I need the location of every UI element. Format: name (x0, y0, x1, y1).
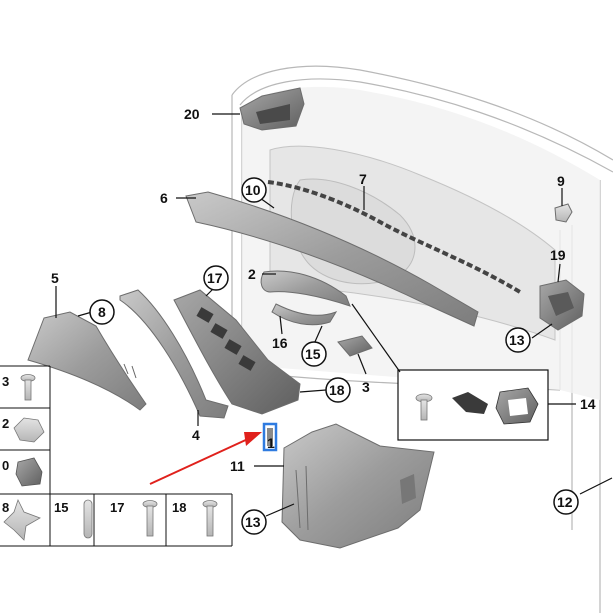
arrow-icon (149, 432, 262, 485)
pin-icon (83, 499, 93, 539)
callout-14: 14 (580, 396, 596, 412)
legend-label: 2 (2, 416, 9, 431)
screw-icon (415, 393, 433, 421)
callout-16: 16 (272, 335, 288, 351)
callout-circle (301, 341, 327, 367)
callout-circle (89, 299, 115, 325)
screw-icon (142, 500, 158, 537)
callout-17: 17 (207, 270, 223, 286)
clip-icon (452, 392, 488, 414)
callout-8: 8 (98, 304, 106, 320)
part-7-seal-strip (267, 180, 522, 294)
callout-2: 2 (248, 266, 256, 282)
part-16-trim (271, 303, 338, 326)
callout-19: 19 (550, 247, 566, 263)
washer-icon (3, 498, 41, 541)
legend-label: 0 (2, 458, 9, 473)
part-1-clip-highlighted (262, 422, 278, 452)
leader-lines (55, 113, 613, 517)
part-11-lower-panel (281, 423, 435, 549)
clip-icon (15, 457, 43, 487)
callout-circle (505, 327, 531, 353)
callout-18: 18 (329, 382, 345, 398)
callout-3: 3 (362, 379, 370, 395)
screw-icon (20, 374, 36, 401)
highlight-box (262, 422, 278, 452)
callout-circle (203, 265, 229, 291)
part-2-door-handle (260, 270, 351, 307)
legend-label: 18 (172, 500, 186, 515)
callout-13: 13 (509, 332, 525, 348)
part-6-armrest-trim (185, 191, 479, 327)
callout-4: 4 (192, 427, 200, 443)
callout-6: 6 (160, 190, 168, 206)
part-5-panel (27, 311, 147, 411)
callout-circle (553, 489, 579, 515)
callout-circle (241, 509, 267, 535)
screw-icon (202, 500, 218, 537)
callout-9: 9 (557, 173, 565, 189)
part-20-trim-cover (239, 87, 305, 131)
part-3-switch (337, 335, 373, 357)
grommet-icon (495, 387, 539, 425)
callouts: 20 7 9 6 10 19 5 2 17 8 13 16 15 3 18 14… (51, 106, 596, 535)
legend-label: 15 (54, 500, 68, 515)
callout-11: 11 (230, 458, 245, 474)
part-17-switch-panel (173, 289, 301, 415)
legend-table: 3 2 0 8 15 17 18 (0, 365, 233, 547)
callout-10: 10 (245, 182, 261, 198)
legend-label: 8 (2, 500, 9, 515)
nut-icon (13, 417, 45, 443)
callout-12: 12 (557, 494, 573, 510)
part-9-clip (554, 203, 573, 223)
callout-1: 1 (267, 435, 275, 451)
callout-20: 20 (184, 106, 200, 122)
legend-label: 3 (2, 374, 9, 389)
part-19-bracket (539, 279, 585, 331)
door-frame (231, 65, 613, 613)
fastener-box (397, 369, 549, 441)
callout-circle (241, 177, 267, 203)
callout-13: 13 (245, 514, 261, 530)
legend-label: 17 (110, 500, 124, 515)
callout-circle (325, 377, 351, 403)
callout-5: 5 (51, 270, 59, 286)
part-4-pull-handle (119, 289, 229, 419)
callout-15: 15 (305, 346, 321, 362)
callout-7: 7 (359, 171, 367, 187)
